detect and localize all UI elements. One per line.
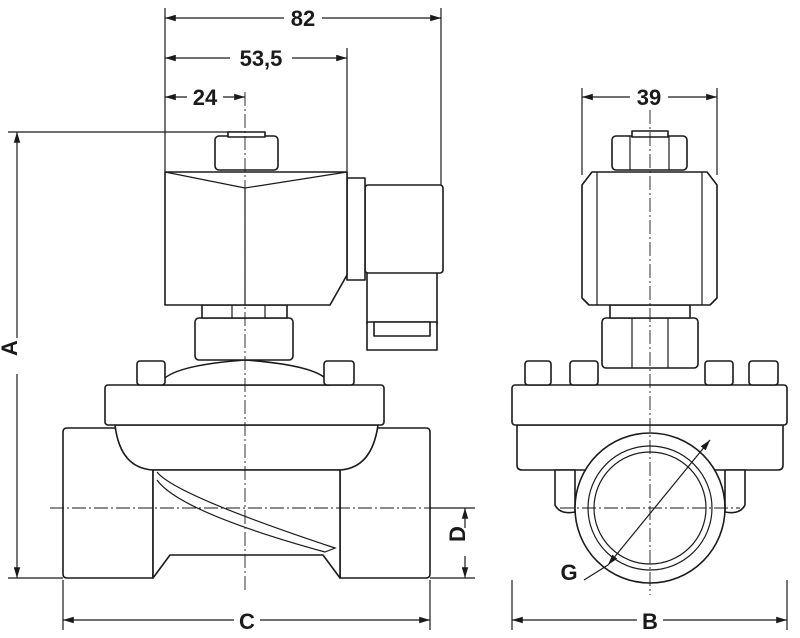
dim-53-5-label: 53,5: [240, 46, 283, 71]
dim-39-label: 39: [637, 85, 661, 110]
dim-g-label: G: [560, 560, 577, 585]
dim-b-label: B: [642, 609, 658, 634]
dim-82-label: 82: [291, 6, 315, 31]
dim-a-label: A: [0, 340, 22, 356]
front-view: 82 53,5 24 A D C: [0, 4, 478, 634]
side-view: G 39 B: [511, 83, 788, 634]
dim-c-label: C: [239, 609, 255, 634]
dim-d-label: D: [445, 526, 470, 542]
dim-24-label: 24: [193, 85, 218, 110]
